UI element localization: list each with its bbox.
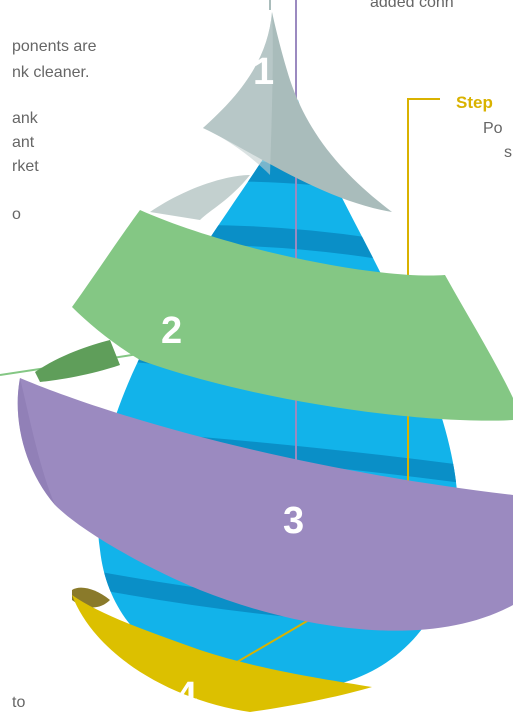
step-number-3: 3 — [283, 500, 304, 542]
step-number-2: 2 — [161, 310, 182, 352]
step-number-1: 1 — [253, 51, 274, 93]
step-number-4: 4 — [176, 675, 197, 717]
